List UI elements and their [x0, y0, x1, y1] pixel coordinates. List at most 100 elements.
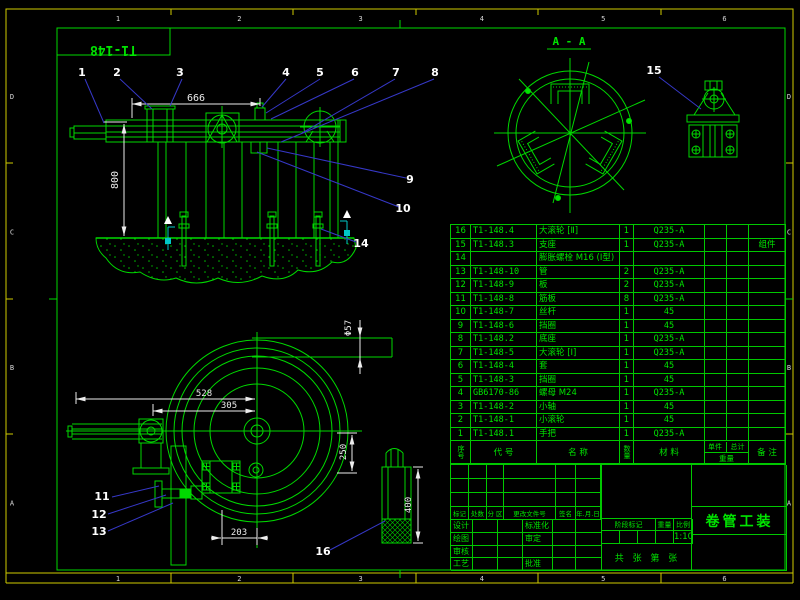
anchor-bolt [178, 211, 190, 267]
bom-header-weight: 单件 总计 重量 [705, 441, 749, 464]
bom-cell-no: 16 [451, 225, 471, 239]
date-cell [498, 558, 523, 571]
bom-cell-qty: 1 [620, 319, 634, 333]
role-label: 审定 [523, 532, 553, 546]
bom-cell-qty: 2 [620, 279, 634, 293]
zone-label: 1 [116, 575, 120, 583]
bom-cell-remark [749, 400, 786, 414]
dim-400: 400 [404, 497, 414, 513]
callout-14: 14 [353, 237, 369, 250]
zone-label: 5 [601, 15, 605, 23]
callout-12: 12 [91, 508, 106, 521]
revision-cell [487, 493, 504, 507]
bom-cell-no: 9 [451, 319, 471, 333]
signature-cell [473, 545, 498, 559]
stage-weight-scale-header: 阶段标记 重量 比例 [602, 519, 693, 531]
leader-lines [84, 76, 702, 551]
bom-cell-code: T1-148-9 [471, 279, 537, 293]
bom-cell-weight-unit [705, 427, 727, 441]
bom-cell-code: T1-148-1 [471, 414, 537, 428]
title-block-right: 卷管工装 [691, 465, 787, 571]
zone-label: 3 [358, 15, 362, 23]
bom-cell-weight-unit [705, 400, 727, 414]
part16-detail [381, 448, 412, 544]
role-label: 批准 [523, 558, 553, 571]
zone-label: D [787, 93, 791, 101]
bom-cell-qty: 1 [620, 427, 634, 441]
bom-cell-remark [749, 252, 786, 266]
bom-cell-material: 45 [634, 319, 705, 333]
bom-cell-no: 15 [451, 238, 471, 252]
stage-mark-cell [638, 531, 656, 544]
bom-cell-weight-total [727, 427, 749, 441]
drawing-number: T1-148 [90, 42, 137, 57]
bom-header-weight-total: 总计 [726, 442, 748, 453]
weight-label: 重量 [656, 519, 674, 531]
bom-cell-code: T1-148-5 [471, 346, 537, 360]
bom-cell-qty: 1 [620, 400, 634, 414]
bom-cell-material: 45 [634, 360, 705, 374]
bracket-detail [686, 80, 740, 158]
signature-cell [473, 532, 498, 546]
stage-weight-scale-values: 1:10 [602, 531, 693, 544]
bom-cell-weight-total [727, 387, 749, 401]
signature-cell [473, 520, 498, 533]
bom-cell-no: 13 [451, 265, 471, 279]
role-label: 设计 [451, 520, 473, 533]
bom-cell-name: 板 [537, 279, 620, 293]
callout-15: 15 [646, 64, 661, 77]
signature-cell [553, 520, 576, 533]
role-label: 审核 [451, 545, 473, 559]
bom-cell-weight-total [727, 319, 749, 333]
bom-cell-no: 8 [451, 333, 471, 347]
bom-header-material: 材 料 [634, 441, 705, 464]
date-cell [498, 545, 523, 559]
sheet-count: 共 张 第 张 [602, 544, 693, 571]
revision-cell [556, 479, 576, 493]
bom-cell-weight-total [727, 400, 749, 414]
revision-header-cell: 更改文件号 [504, 507, 556, 520]
bom-header-weight-label: 重量 [719, 454, 734, 463]
callout-16: 16 [315, 545, 331, 558]
bom-cell-qty: 1 [620, 387, 634, 401]
bom-cell-no: 3 [451, 400, 471, 414]
bom-cell-qty: 1 [620, 333, 634, 347]
bom-cell-name: 大滚轮 [Ⅰ] [537, 346, 620, 360]
signature-rows: 设计标准化绘图审定审核工艺批准 [451, 520, 602, 571]
zone-label: C [10, 229, 14, 237]
company-box [692, 465, 787, 507]
signature-cell [473, 558, 498, 571]
bom-cell-name: 支座 [537, 238, 620, 252]
callout-3: 3 [176, 66, 184, 79]
bom-cell-weight-unit [705, 360, 727, 374]
bom-cell-code: T1-148-8 [471, 292, 537, 306]
scale-value: 1:10 [674, 531, 694, 544]
revision-cell [556, 465, 576, 479]
date-cell [498, 520, 523, 533]
drawing-code-box [602, 465, 692, 519]
section-view-aa [494, 58, 646, 213]
bom-cell-no: 6 [451, 360, 471, 374]
zone-label: B [787, 364, 791, 372]
revision-header-cell: 处数 [469, 507, 487, 520]
bom-cell-weight-total [727, 238, 749, 252]
revision-cell [469, 493, 487, 507]
bom-cell-material: Q235-A [634, 427, 705, 441]
bom-cell-code: T1-148.3 [471, 238, 537, 252]
bom-cell-name: 膨胀螺栓 M16 (Ⅰ型) [537, 252, 620, 266]
bom-cell-weight-unit [705, 279, 727, 293]
bom-cell-weight-unit [705, 265, 727, 279]
revision-cell [576, 465, 601, 479]
bom-cell-material: Q235-A [634, 333, 705, 347]
bom-cell-name: 管 [537, 265, 620, 279]
bom-cell-remark: 组件 [749, 238, 786, 252]
bom-cell-code: T1-148-6 [471, 319, 537, 333]
bom-cell-material: 45 [634, 400, 705, 414]
date-cell [576, 532, 602, 546]
bom-cell-name: 丝杆 [537, 306, 620, 320]
bom-cell-qty: 1 [620, 306, 634, 320]
revision-cell [504, 493, 556, 507]
zone-label: A [10, 500, 15, 508]
bom-cell-code [471, 252, 537, 266]
bom-cell-no: 10 [451, 306, 471, 320]
